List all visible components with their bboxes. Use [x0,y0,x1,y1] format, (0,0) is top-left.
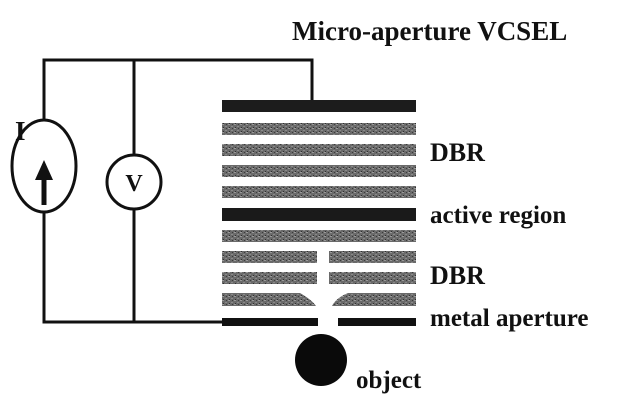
dbr-bottom-label: DBR [430,261,485,290]
vcsel-stack [222,100,416,326]
current-source-label: I [15,116,26,146]
bottom-dbr-layers [222,230,416,306]
current-arrow-icon [35,160,53,205]
metal-aperture-label: metal aperture [430,305,589,332]
diagram-title: Micro-aperture VCSEL [292,16,567,46]
object-particle [295,334,347,386]
voltmeter: V [105,153,163,211]
active-region-label: active region [430,202,566,229]
top-contact-layer [222,100,416,112]
voltmeter-label: V [125,171,143,197]
dbr-top-label: DBR [430,138,485,167]
top-dbr-layers [222,123,416,198]
current-source: I [10,116,78,214]
metal-aperture-layer [222,318,416,326]
object-label: object [356,367,422,394]
active-region-layer [222,208,416,221]
circuit-wires [42,58,314,324]
